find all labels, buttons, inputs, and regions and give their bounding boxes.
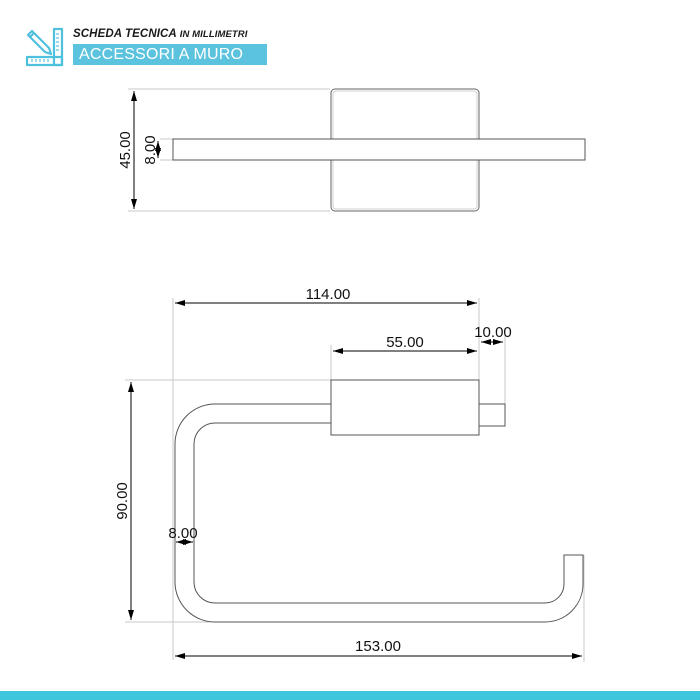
dim-width-153: 153.00	[355, 638, 401, 655]
dim-bar-8: 8.00	[142, 135, 159, 164]
pencil-ruler-icon	[25, 27, 64, 67]
bar-top-view	[172, 138, 586, 161]
sheet-subtitle: SCHEDA TECNICA IN MILLIMETRI	[73, 28, 248, 40]
subtitle-units: IN MILLIMETRI	[179, 29, 248, 40]
footer-accent-bar	[0, 691, 700, 700]
front-view: 114.00 55.00 10.00 90.00 8.00 153.00	[114, 286, 585, 662]
dim-height-45: 45.00	[117, 131, 134, 169]
wall-stub	[478, 403, 506, 427]
subtitle-main: SCHEDA TECNICA	[73, 28, 177, 40]
holder-rod	[174, 403, 584, 623]
dim-width-114: 114.00	[306, 286, 351, 303]
dim-height-90: 90.00	[114, 482, 131, 520]
dim-base-55: 55.00	[386, 334, 424, 351]
category-label: ACCESSORI A MURO	[73, 44, 267, 65]
dim-rod-8: 8.00	[168, 525, 197, 542]
wall-base-front-view	[330, 379, 480, 436]
top-view: 45.00 8.00	[117, 88, 586, 212]
dim-stub-10: 10.00	[474, 324, 512, 341]
